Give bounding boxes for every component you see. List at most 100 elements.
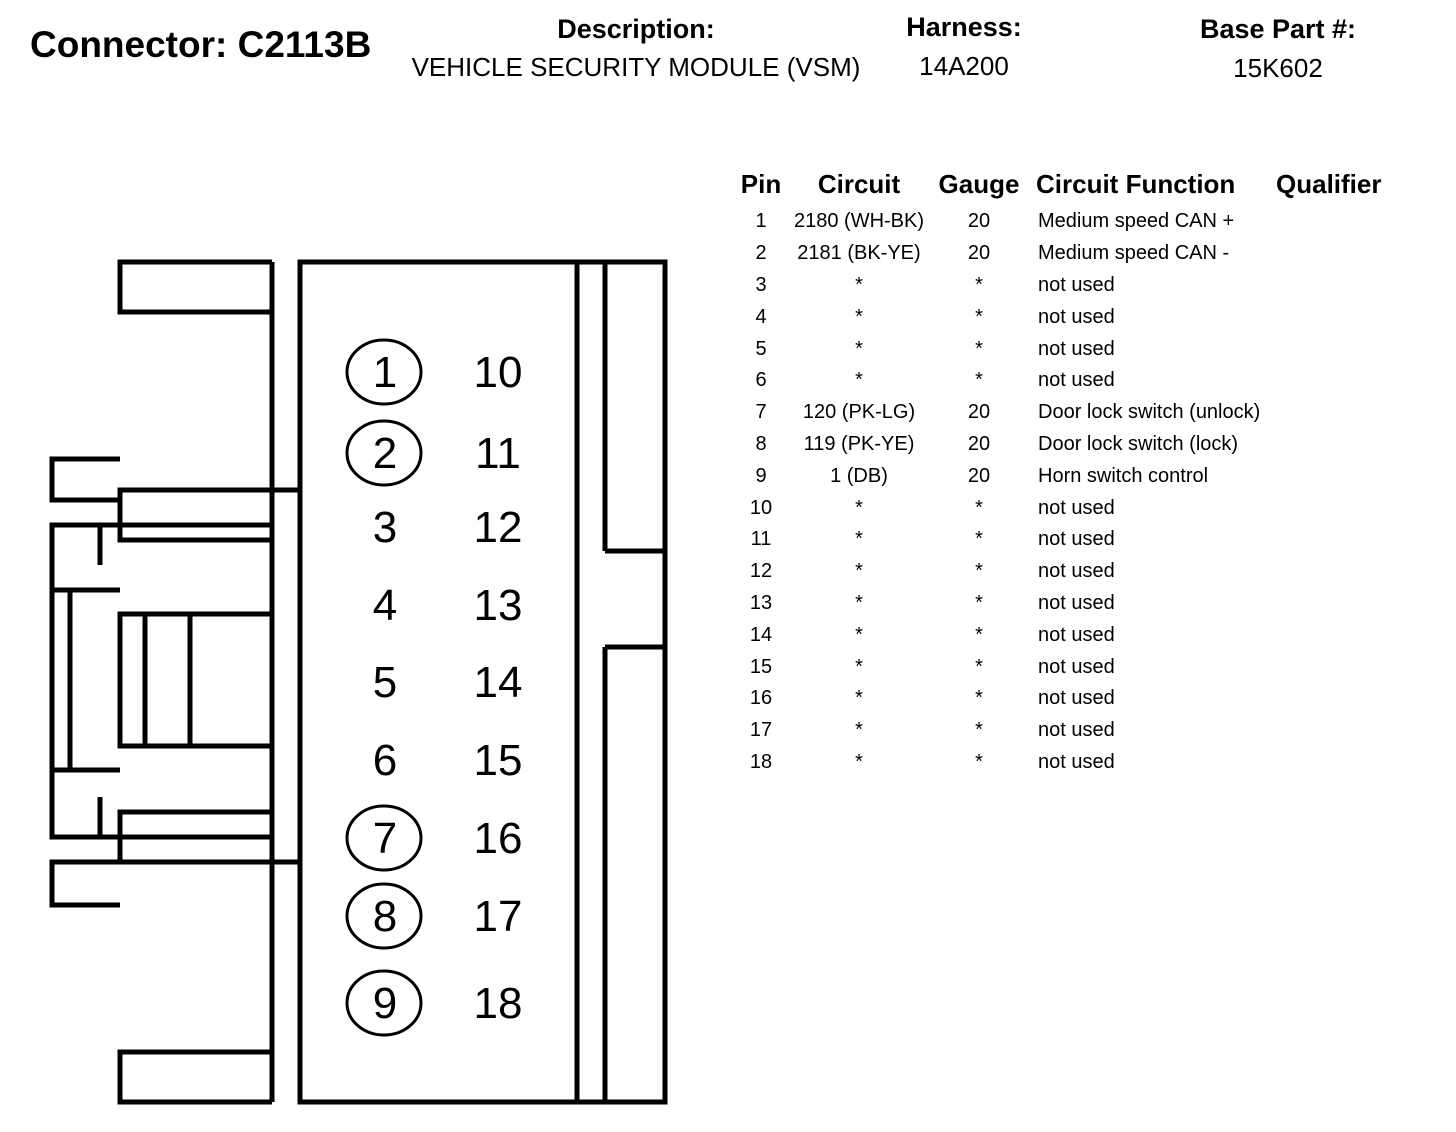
circuit-cell: 2181 (BK-YE): [797, 242, 921, 265]
connector-outline: [49, 259, 668, 1105]
description-value: VEHICLE SECURITY MODULE (VSM): [411, 52, 861, 82]
col-header-circuit: Circuit: [817, 168, 901, 199]
function-cell: not used: [1038, 623, 1115, 646]
qualifier-cell: [1270, 492, 1396, 524]
pin-number-right: 15: [474, 736, 523, 785]
connector-title: Connector: C2113B: [30, 24, 372, 65]
qualifier-cell: [1270, 460, 1396, 492]
circuit-cell: 120 (PK-LG): [802, 401, 916, 424]
col-header-gauge: Gauge: [938, 168, 1020, 199]
function-cell: not used: [1038, 369, 1115, 392]
qualifier-cell: [1270, 206, 1396, 238]
latch-lower-foot: [49, 859, 120, 908]
base-part-label: Base Part #:: [1199, 14, 1357, 44]
pin-number-right: 17: [474, 892, 523, 941]
gauge-cell: 20: [967, 432, 991, 455]
connector-body: [297, 259, 668, 1105]
function-cell: Horn switch control: [1038, 464, 1209, 487]
qualifier-cell: [1270, 715, 1396, 747]
bottom-latch-tab: [117, 1049, 272, 1105]
qualifier-cell: [1270, 683, 1396, 715]
pin-cell: 7: [755, 401, 767, 424]
table-row: 5 * * not used: [730, 333, 1396, 365]
circuit-cell: *: [855, 337, 863, 360]
function-cell: Door lock switch (lock): [1038, 432, 1239, 455]
gauge-cell: *: [975, 750, 983, 773]
pin-table: Pin Circuit Gauge Circuit Function Quali…: [730, 166, 1396, 778]
table-header-row: Pin Circuit Gauge Circuit Function Quali…: [730, 166, 1396, 206]
pin-cell: 11: [750, 528, 772, 551]
pin-cell: 12: [749, 560, 773, 583]
function-cell: not used: [1038, 273, 1115, 296]
harness-value: 14A200: [919, 51, 1009, 81]
pin-cell: 5: [755, 337, 767, 360]
harness-label: Harness:: [906, 12, 1022, 42]
table-row: 8 119 (PK-YE) 20 Door lock switch (lock): [730, 429, 1396, 461]
pin-cell: 14: [749, 623, 773, 646]
function-cell: not used: [1038, 750, 1115, 773]
function-cell: not used: [1038, 528, 1115, 551]
pin-cell: 17: [749, 719, 773, 742]
pin-number-left: 7: [373, 814, 397, 863]
function-cell: Medium speed CAN -: [1038, 242, 1230, 265]
qualifier-cell: [1270, 588, 1396, 620]
circuit-cell: *: [855, 528, 863, 551]
circuit-cell: *: [855, 560, 863, 583]
pin-cell: 2: [755, 242, 767, 265]
table-row: 3**not used: [730, 270, 1396, 302]
pin-cell: 18: [749, 750, 773, 773]
table-row: 16**not used: [730, 683, 1396, 715]
pin-number-left: 5: [373, 658, 397, 707]
circuit-cell: 1 (DB): [830, 464, 888, 487]
gauge-cell: *: [975, 623, 983, 646]
table-row: 14**not used: [730, 619, 1396, 651]
circuit-cell: *: [855, 719, 863, 742]
gauge-cell: *: [975, 687, 983, 710]
top-latch-tab: [117, 259, 272, 315]
function-cell: not used: [1038, 591, 1115, 614]
table-row: 4**not used: [730, 301, 1396, 333]
pin-circle-marker: [345, 969, 423, 1037]
pin-circle-marker: [345, 882, 423, 950]
function-cell: not used: [1038, 560, 1115, 583]
qualifier-cell: [1270, 333, 1396, 365]
pin-cell: 9: [755, 464, 767, 487]
base-part-value: 15K602: [1233, 53, 1323, 83]
gauge-cell: *: [975, 528, 983, 551]
gauge-cell: 20: [967, 210, 991, 233]
pin-number-right: 18: [474, 979, 523, 1028]
qualifier-cell: [1270, 365, 1396, 397]
function-cell: Medium speed CAN +: [1038, 210, 1235, 233]
circuit-cell: *: [855, 273, 863, 296]
gauge-cell: *: [975, 337, 983, 360]
pin-cell: 15: [749, 655, 773, 678]
function-cell: not used: [1038, 496, 1115, 519]
circuit-cell: 119 (PK-YE): [803, 432, 915, 455]
qualifier-cell: [1270, 270, 1396, 302]
qualifier-cell: [1270, 524, 1396, 556]
circuit-cell: *: [855, 591, 863, 614]
pin-number-left: 9: [373, 979, 397, 1028]
pin-number-left: 3: [373, 503, 397, 552]
pin-number-left: 8: [373, 892, 397, 941]
gauge-cell: *: [975, 369, 983, 392]
table-row: 12**not used: [730, 556, 1396, 588]
pin-cell: 4: [755, 305, 767, 328]
gauge-cell: *: [975, 496, 983, 519]
pin-number-right: 11: [475, 429, 521, 478]
function-cell: not used: [1038, 337, 1115, 360]
pin-number-left: 4: [373, 581, 397, 630]
qualifier-cell: [1270, 619, 1396, 651]
col-header-function: Circuit Function: [1036, 168, 1236, 199]
pin-number-left: 6: [373, 736, 397, 785]
qualifier-cell: [1270, 747, 1396, 779]
pin-cell: 8: [755, 432, 767, 455]
qualifier-cell: [1270, 556, 1396, 588]
latch-frame: [49, 522, 275, 840]
circuit-cell: *: [855, 496, 863, 519]
description-label: Description:: [557, 14, 715, 44]
